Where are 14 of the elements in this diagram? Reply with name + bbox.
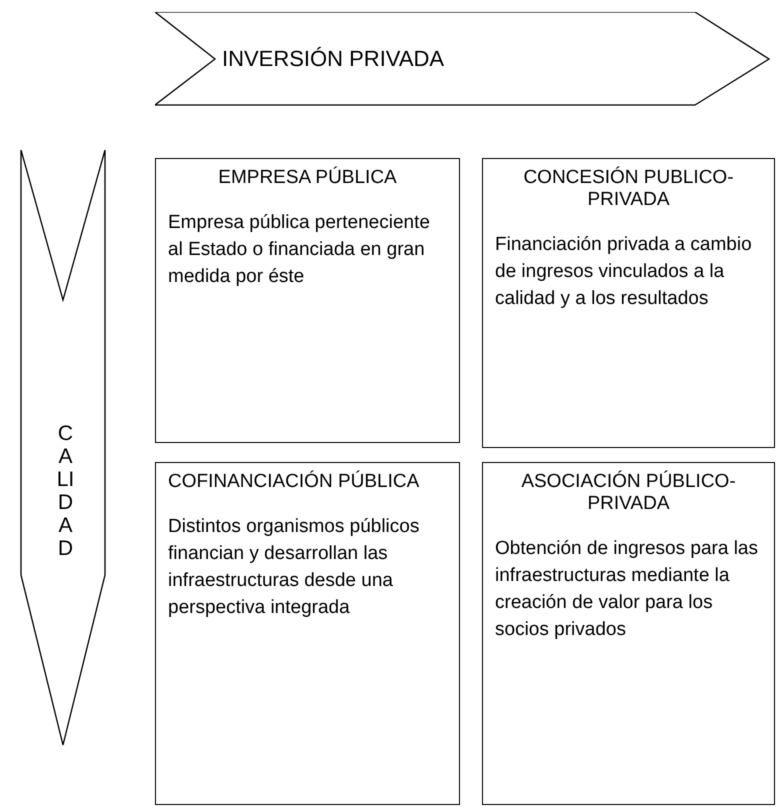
box-heading: CONCESIÓN PUBLICO-PRIVADA — [522, 167, 735, 211]
text-box — [482, 462, 775, 805]
box-description: Distintos organismos públicos financian y desarrollan las infraestructuras desde una perspectiva integrada — [168, 515, 420, 620]
box-heading: COFINANCIACIÓN PÚBLICA — [168, 471, 420, 493]
box-heading: ASOCIACIÓN PÚBLICO-PRIVADA — [520, 471, 737, 515]
text-box — [482, 158, 775, 448]
arrow-label: CALIDAD — [56, 422, 76, 561]
box-description: Obtención de ingresos para las infraestructuras mediante la creación de valor para los socios privados — [495, 537, 759, 642]
box-description: Financiación privada a cambio de ingresos vinculados a la calidad y a los resultados — [495, 233, 753, 311]
box-description: Empresa pública perteneciente al Estado o financiada en gran medida por éste — [168, 211, 431, 289]
arrow-label: INVERSIÓN PRIVADA — [222, 46, 444, 72]
text-box — [155, 462, 460, 805]
text-box — [155, 158, 460, 443]
box-heading: EMPRESA PÚBLICA — [217, 167, 398, 189]
